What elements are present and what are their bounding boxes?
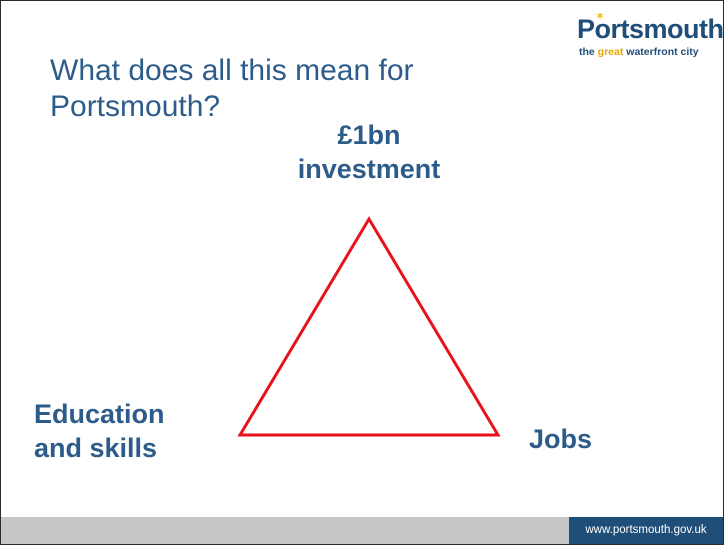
logo-wordmark: Portsmouth [577, 14, 724, 44]
portsmouth-logo: ✶ Portsmouth the great waterfront city [571, 13, 724, 73]
triangle-left-label: Education and skills [34, 397, 234, 465]
top-label-line1: £1bn [337, 120, 401, 150]
left-label-line2: and skills [34, 433, 158, 463]
star-icon: ✶ [595, 13, 606, 23]
slide-title: What does all this mean for Portsmouth? [50, 54, 414, 123]
triangle-right-label: Jobs [529, 424, 593, 454]
logo-tagline: the great waterfront city [579, 46, 699, 58]
top-label-line2: investment [297, 154, 441, 184]
logo-tagline-highlight: great [597, 46, 624, 58]
footer-url: www.portsmouth.gov.uk [569, 517, 723, 544]
logo-tagline-prefix: the [579, 46, 598, 58]
logo-tagline-suffix: waterfront city [623, 46, 699, 58]
left-label-line1: Education [34, 399, 165, 429]
triangle-outline [237, 216, 501, 437]
triangle-top-label: £1bn investment [269, 118, 469, 186]
